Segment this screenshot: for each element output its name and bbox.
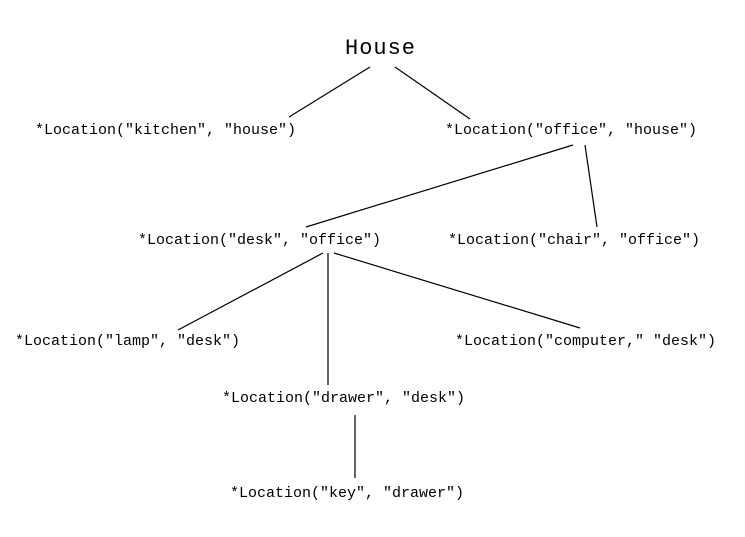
node-key: *Location("key", "drawer")	[230, 485, 465, 502]
edge-desk-to-lamp	[177, 252, 324, 331]
node-drawer: *Location("drawer", "desk")	[222, 390, 466, 407]
node-chair: *Location("chair", "office")	[448, 232, 701, 249]
node-office: *Location("office", "house")	[445, 122, 698, 139]
node-house: House	[345, 36, 417, 61]
edge-house-to-kitchen	[288, 66, 371, 118]
edge-office-to-desk	[305, 144, 574, 228]
node-desk: *Location("desk", "office")	[138, 232, 382, 249]
edge-office-to-chair	[584, 144, 598, 228]
node-kitchen: *Location("kitchen", "house")	[35, 122, 297, 139]
node-computer: *Location("computer," "desk")	[455, 333, 717, 350]
node-lamp: *Location("lamp", "desk")	[15, 333, 241, 350]
edge-desk-to-computer	[333, 252, 581, 329]
edge-house-to-office	[394, 66, 471, 120]
